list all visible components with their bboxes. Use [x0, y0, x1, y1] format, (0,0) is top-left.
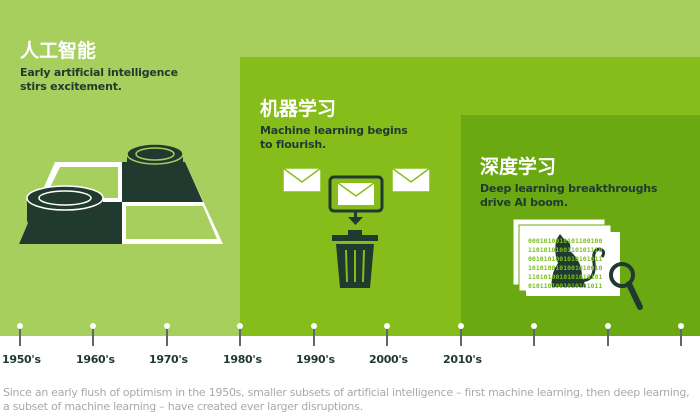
year-label: 1970's [149, 353, 188, 366]
timeline-tick [531, 323, 537, 346]
binary-line: 0010101001010101011 [528, 255, 602, 263]
ml-description: Machine learning begins to flourish. [260, 124, 408, 151]
timeline-tick [605, 323, 611, 346]
timeline-tick [384, 323, 390, 346]
binary-line: 1010100101001010010 [528, 264, 602, 272]
timeline-tick [164, 323, 170, 346]
timeline-tick [90, 323, 96, 346]
timeline-tick [17, 323, 23, 346]
binary-line: 0101101001010101011 [528, 282, 602, 290]
year-label: 2010's [443, 353, 482, 366]
year-label: 2000's [369, 353, 408, 366]
timeline-tick [311, 323, 317, 346]
timeline-tick [458, 323, 464, 346]
year-label: 1960's [76, 353, 115, 366]
year-label: 1980's [223, 353, 262, 366]
dl-description: Deep learning breakthroughs drive AI boo… [480, 182, 658, 209]
cat-silhouette [551, 234, 586, 287]
cat-recognition-icon: 0001010010101100100 1101010100110101110 … [512, 218, 643, 310]
ml-title: 机器学习 [260, 98, 337, 120]
binary-line: 0001010010101100100 [528, 237, 602, 245]
cat-tail [579, 247, 606, 283]
dl-title: 深度学习 [480, 156, 557, 178]
checkers-board-icon [19, 143, 223, 244]
timeline-tick [678, 323, 684, 346]
binary-line: 1101010010101010101 [528, 273, 602, 281]
ai-title: 人工智能 [20, 40, 97, 62]
caption: Since an early flush of optimism in the … [3, 386, 690, 413]
binary-line: 1101010100110101110 [528, 246, 602, 254]
email-filter-trash-icon [282, 167, 431, 288]
ai-description: Early artificial intelligence stirs exci… [20, 66, 178, 93]
year-label: 1990's [296, 353, 335, 366]
timeline-tick [237, 323, 243, 346]
year-label: 1950's [2, 353, 41, 366]
